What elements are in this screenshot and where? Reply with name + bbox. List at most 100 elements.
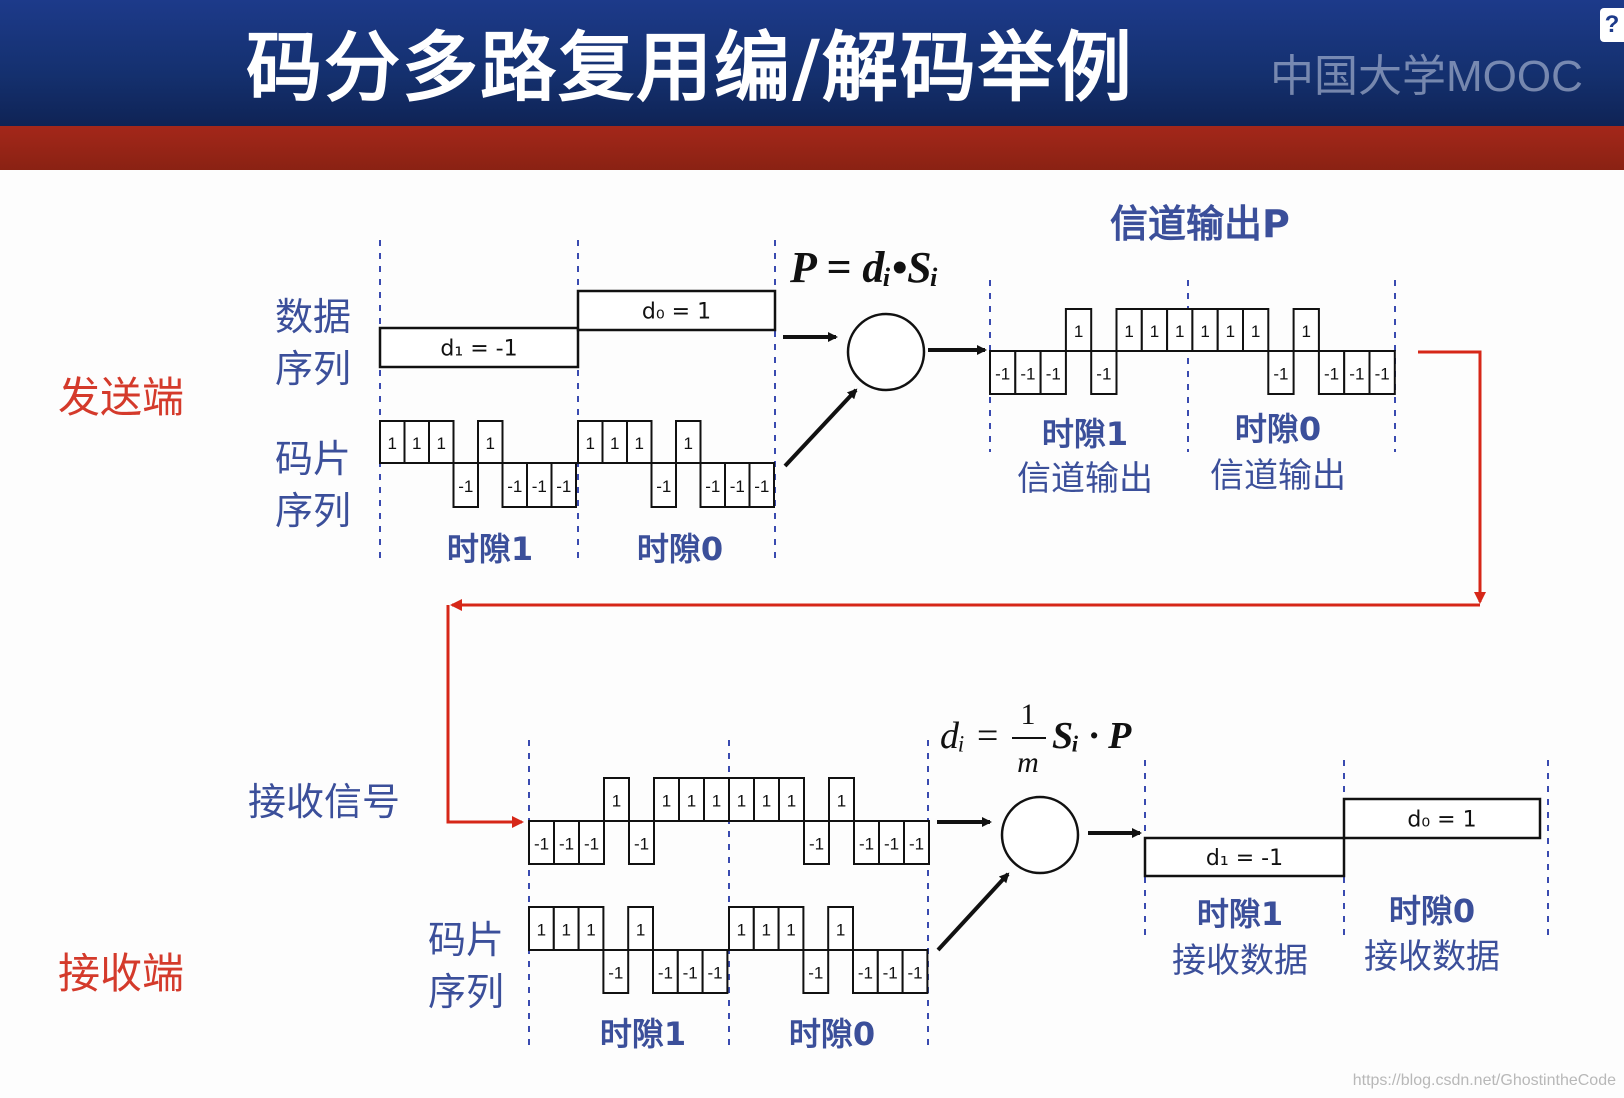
chip-box <box>550 462 577 508</box>
chip-box <box>676 949 704 994</box>
chip-value: 1 <box>486 434 495 453</box>
chip-box <box>1039 350 1067 395</box>
chip-value: 1 <box>412 434 421 453</box>
chip-box <box>1242 308 1270 352</box>
chip-value: -1 <box>754 477 769 496</box>
chip-value: 1 <box>786 921 795 940</box>
chip-value: -1 <box>683 964 698 983</box>
chip-value: 1 <box>787 792 796 811</box>
chip-value: -1 <box>658 964 673 983</box>
sender-slot1-label: 时隙1 <box>447 530 533 568</box>
chip-value: -1 <box>584 835 599 854</box>
chip-box <box>753 777 780 822</box>
chip-value: 1 <box>1175 322 1184 341</box>
chip-value: 1 <box>586 921 595 940</box>
chip-value: 1 <box>687 792 696 811</box>
mixers-and-arrows <box>446 312 1486 952</box>
chip-value: -1 <box>1349 365 1364 384</box>
chip-value: -1 <box>559 835 574 854</box>
chip-value: -1 <box>995 365 1010 384</box>
chip-box <box>703 777 730 822</box>
chip-box <box>602 949 630 994</box>
chip-value: -1 <box>859 835 874 854</box>
chip-value: 1 <box>1226 322 1235 341</box>
rx-data-bit-slot0 <box>1342 797 1542 840</box>
chip-value: -1 <box>507 477 522 496</box>
chip-value: -1 <box>705 477 720 496</box>
chip-value: 1 <box>761 921 770 940</box>
chip-value: 1 <box>1150 322 1159 341</box>
chip-box <box>626 420 653 464</box>
chip-value: 1 <box>612 792 621 811</box>
chip-value: -1 <box>730 477 745 496</box>
chip-value: -1 <box>809 835 824 854</box>
sender-slot0-label: 时隙0 <box>637 530 723 568</box>
chip-box <box>1090 350 1118 395</box>
chip-value: -1 <box>858 964 873 983</box>
chip-box <box>577 420 604 464</box>
channel-slot1-label: 时隙1 <box>1042 415 1128 453</box>
chip-box <box>650 462 677 508</box>
rx-formula-right: Sᵢ · P <box>1052 715 1132 757</box>
chip-value: -1 <box>556 477 571 496</box>
chip-box <box>748 462 775 508</box>
rx-result-slot1-label: 时隙1 <box>1197 895 1283 933</box>
chip-value: -1 <box>1273 365 1288 384</box>
chip-box <box>1140 308 1169 352</box>
chip-box <box>778 777 805 822</box>
sender-formula: P = dᵢ•Sᵢ <box>789 243 939 292</box>
chip-box <box>528 820 555 865</box>
rx-result-data1-label: 接收数据 <box>1172 941 1308 981</box>
title-bar: 码分多路复用编/解码举例 中国大学MOOC <box>0 0 1624 126</box>
chip-value: -1 <box>1096 365 1111 384</box>
channel-output-title: 信道输出P <box>1110 202 1290 246</box>
chip-box <box>701 949 729 994</box>
chip-box <box>1267 350 1295 395</box>
chip-value: 1 <box>561 921 570 940</box>
sender-mixer-circle <box>846 312 926 392</box>
chip-box <box>552 906 580 951</box>
channel-out1-label: 信道输出 <box>1017 459 1153 499</box>
mooc-watermark: 中国大学MOOC <box>1270 52 1583 101</box>
chip-box <box>526 462 553 508</box>
chip-box <box>1368 350 1396 395</box>
rx-data-bit-slot1 <box>1143 836 1346 878</box>
chip-value: -1 <box>608 964 623 983</box>
chip-value: -1 <box>1020 365 1035 384</box>
chip-value: 1 <box>684 434 693 453</box>
chip-value: 1 <box>388 434 397 453</box>
data-bit-slot0 <box>576 289 777 332</box>
help-icon[interactable]: ? <box>1600 8 1624 42</box>
data-seq-label: 序列 <box>275 347 351 391</box>
chips-to-mixer-arrow <box>783 388 858 468</box>
chip-box <box>428 420 455 464</box>
chip-value: 1 <box>662 792 671 811</box>
chip-box <box>577 906 605 951</box>
chip-box <box>853 820 880 865</box>
chip-value: -1 <box>1375 365 1390 384</box>
chip-box <box>1292 308 1320 352</box>
chip-value: 1 <box>836 921 845 940</box>
chip-box <box>728 777 755 822</box>
rx-chip-seq-label: 码片 <box>428 918 504 962</box>
channel-slot0-label: 时隙0 <box>1235 410 1321 448</box>
chip-box <box>903 820 930 865</box>
chip-box <box>452 462 479 508</box>
chip-value: 1 <box>1124 322 1133 341</box>
rx-chip-seq-label: 序列 <box>428 970 504 1014</box>
chip-value: -1 <box>808 964 823 983</box>
rx-data-bit-slot0-label: d₀ = 1 <box>1407 808 1476 833</box>
receiver-side-label: 接收端 <box>58 949 184 998</box>
receiver-mixer-circle <box>1000 795 1080 875</box>
flow-path-down <box>1418 350 1486 604</box>
chip-box <box>699 462 726 508</box>
chip-value: -1 <box>532 477 547 496</box>
chip-value: 1 <box>437 434 446 453</box>
chip-box <box>675 420 702 464</box>
chip-value: 1 <box>635 434 644 453</box>
